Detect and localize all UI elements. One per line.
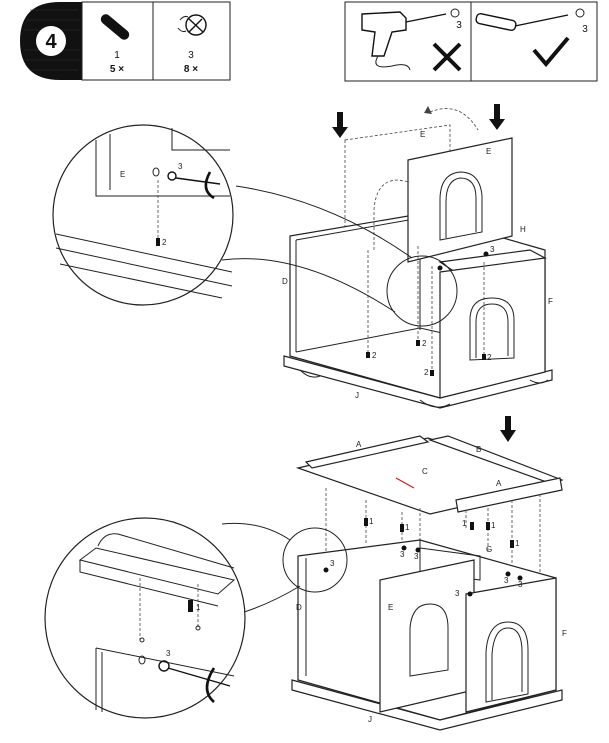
cam-lock-icon xyxy=(450,8,460,18)
detail-source-circle xyxy=(386,255,458,327)
callout-d1: 1 xyxy=(369,517,374,526)
zoom-callout-dowel-b: 1 xyxy=(196,603,201,612)
label-e-ghost: E xyxy=(420,130,425,139)
zoom-label-e: E xyxy=(120,170,125,179)
label-h: H xyxy=(520,225,526,234)
tools-box: 3 3 xyxy=(344,1,598,82)
cam-lock-icon xyxy=(177,14,207,36)
label-e-main: E xyxy=(486,147,491,156)
callout-dowel-d: 2 xyxy=(424,368,429,377)
callout-d2: 1 xyxy=(405,523,410,532)
label-d-2: D xyxy=(296,603,302,612)
drill-callout: 3 xyxy=(456,20,462,31)
callout-d4: 1 xyxy=(491,521,496,530)
label-c: C xyxy=(422,467,428,476)
check-icon xyxy=(532,36,570,68)
rotate-icon xyxy=(205,667,216,703)
callout-d5: 1 xyxy=(515,539,520,548)
callout-c2: 3 xyxy=(400,550,405,559)
dowel-icon xyxy=(100,14,130,40)
part-3-qty: 8 × xyxy=(184,64,198,75)
edge-a-left xyxy=(304,435,430,469)
bottom-assembly-figure: A B C A 1 1 1 1 1 J D G xyxy=(44,416,567,731)
power-drill-icon xyxy=(361,11,447,71)
callout-c1: 3 xyxy=(330,559,335,568)
down-arrow-icon xyxy=(332,112,348,138)
cross-icon xyxy=(432,42,462,72)
callout-dowel-b: 2 xyxy=(422,339,427,348)
label-a-right: A xyxy=(496,479,502,488)
panel-e-main xyxy=(407,137,513,263)
label-j-2: J xyxy=(368,715,372,724)
bottom-detail-zoom: 1 3 xyxy=(44,517,246,719)
down-arrow-icon xyxy=(500,416,516,442)
part-1-qty: 5 × xyxy=(110,64,124,75)
callout-dowel-c: 2 xyxy=(487,353,492,362)
callout-c3: 3 xyxy=(414,552,419,561)
top-assembly-figure: E H F E xyxy=(52,104,553,409)
screwdriver-callout: 3 xyxy=(582,24,588,35)
cam-lock-icon xyxy=(575,8,585,18)
rotate-icon xyxy=(204,171,215,200)
callout-c4: 3 xyxy=(504,576,509,585)
screwdriver-icon xyxy=(475,12,569,32)
edge-a-right xyxy=(455,477,563,513)
panel-f xyxy=(439,257,546,399)
panel-e-bottom xyxy=(379,559,475,713)
label-e: E xyxy=(388,603,393,612)
down-arrow-icon xyxy=(489,104,505,130)
callout-c6: 3 xyxy=(455,589,460,598)
label-j: J xyxy=(355,391,359,400)
zoom-callout-cam-b: 3 xyxy=(166,649,171,658)
part-3-id: 3 xyxy=(188,50,194,61)
top-panel-c xyxy=(295,437,563,515)
label-f-2: F xyxy=(562,629,567,638)
zoom-callout-dowel: 2 xyxy=(162,238,167,247)
step-number: 4 xyxy=(45,31,57,53)
base-panel-j-2 xyxy=(291,679,563,731)
label-b: B xyxy=(476,445,481,454)
callout-c5: 3 xyxy=(518,580,523,589)
parts-box: 1 5 × 3 8 × xyxy=(81,1,231,81)
door-opening xyxy=(469,297,515,361)
label-d: D xyxy=(282,277,288,286)
label-f: F xyxy=(548,297,553,306)
detail-source-circle-2 xyxy=(282,527,348,593)
edge-b xyxy=(427,435,564,485)
callout-d3: 1 xyxy=(462,519,467,528)
callout-cam-a: 3 xyxy=(490,245,495,254)
rotate-arrow-icon xyxy=(429,108,479,131)
zoom-callout-cam: 3 xyxy=(178,162,183,171)
panel-f-2 xyxy=(465,577,557,713)
callout-dowel-a: 2 xyxy=(372,351,377,360)
label-g: G xyxy=(486,545,492,554)
warning-mark xyxy=(395,477,415,489)
top-detail-zoom: E 3 2 xyxy=(52,124,234,306)
dowel-marker xyxy=(366,340,486,376)
step-badge: 4 xyxy=(20,2,82,80)
part-1-id: 1 xyxy=(114,50,120,61)
label-a-left: A xyxy=(356,440,362,449)
